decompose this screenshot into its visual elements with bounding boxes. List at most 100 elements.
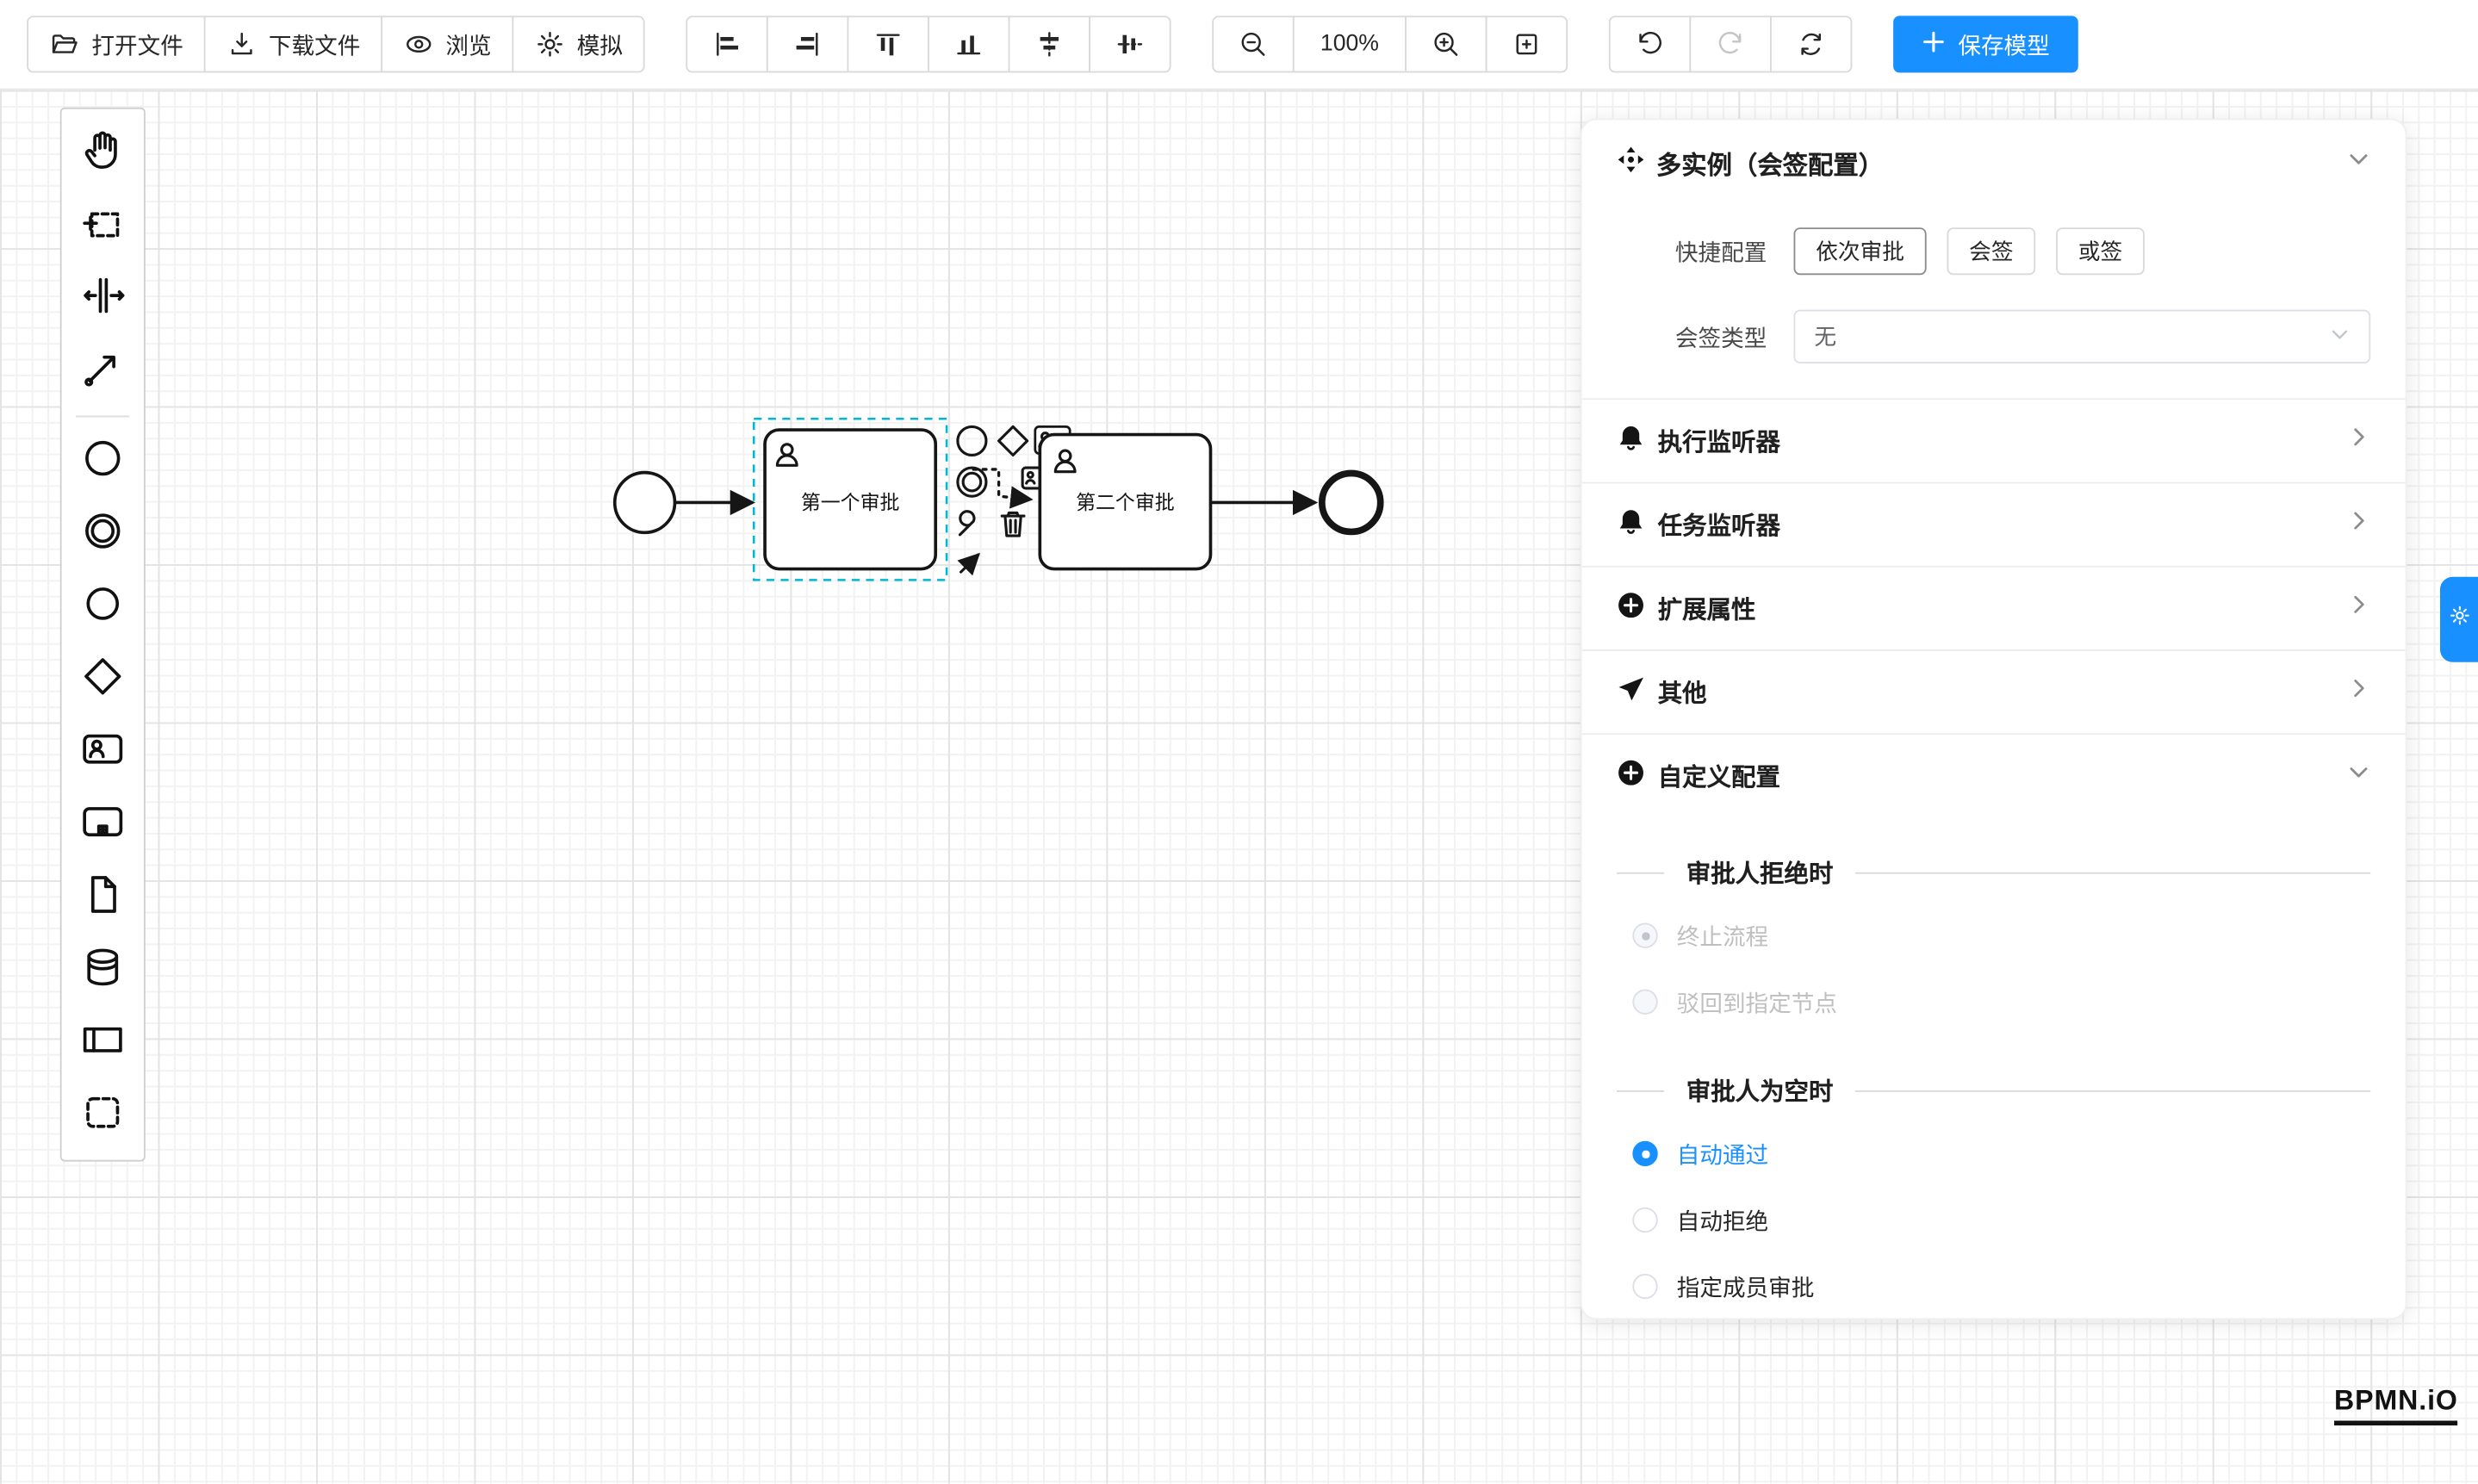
settings-gear-icon xyxy=(2448,604,2472,636)
create-data-store[interactable] xyxy=(68,934,138,1006)
radio-label: 自动通过 xyxy=(1676,1143,1769,1169)
radio-icon xyxy=(1632,1140,1658,1167)
sign-type-select[interactable]: 无 xyxy=(1793,309,2371,364)
bell-icon xyxy=(1617,423,1645,459)
section-custom-config[interactable]: 自定义配置 xyxy=(1581,733,2406,817)
save-model-label: 保存模型 xyxy=(1958,34,2050,59)
quick-option-countersign[interactable]: 会签 xyxy=(1947,227,2036,276)
redo-button[interactable] xyxy=(1689,16,1772,73)
chevron-down-icon xyxy=(2347,147,2371,179)
section-extended-properties[interactable]: 扩展属性 xyxy=(1581,565,2406,649)
download-file-button[interactable]: 下载文件 xyxy=(203,16,383,73)
space-tool[interactable] xyxy=(68,263,138,335)
create-group[interactable] xyxy=(68,1079,138,1152)
selection-outline xyxy=(752,417,948,581)
undo-icon xyxy=(1634,28,1666,60)
align-top-button[interactable] xyxy=(847,16,929,73)
align-right-icon xyxy=(792,28,823,60)
chevron-right-icon xyxy=(2347,425,2371,457)
radio-auto-reject[interactable]: 自动拒绝 xyxy=(1582,1187,2406,1253)
wrench-icon[interactable] xyxy=(958,510,976,537)
connect-icon[interactable] xyxy=(957,552,980,576)
zoom-out-button[interactable] xyxy=(1212,16,1295,73)
chevron-right-icon xyxy=(2347,593,2371,624)
simulate-button[interactable]: 模拟 xyxy=(512,16,645,73)
start-event[interactable] xyxy=(612,470,677,535)
create-subprocess[interactable] xyxy=(68,789,138,861)
radio-terminate-process[interactable]: 终止流程 xyxy=(1582,903,2406,969)
radio-return-to-node[interactable]: 驳回到指定节点 xyxy=(1582,969,2406,1035)
create-end-event[interactable] xyxy=(68,570,138,643)
multi-instance-icon xyxy=(1617,145,1645,181)
chevron-down-icon xyxy=(2330,324,2351,349)
quick-option-sequential[interactable]: 依次审批 xyxy=(1793,227,1927,276)
preview-button[interactable]: 浏览 xyxy=(381,16,514,73)
end-event[interactable] xyxy=(1318,469,1384,536)
radio-label: 驳回到指定节点 xyxy=(1676,991,1837,1017)
properties-panel: 多实例（会签配置） 快捷配置 依次审批 会签 或签 会签类型 无 执行监听器 任… xyxy=(1580,118,2407,1320)
align-center-vertical-button[interactable] xyxy=(1089,16,1171,73)
intermediate-event-icon xyxy=(79,506,127,562)
section-other[interactable]: 其他 xyxy=(1581,649,2406,733)
create-user-task[interactable] xyxy=(68,716,138,788)
fit-viewport-button[interactable] xyxy=(1485,16,1568,73)
data-store-icon xyxy=(79,942,127,997)
zoom-level[interactable]: 100% xyxy=(1292,16,1407,73)
preview-connection xyxy=(972,468,1034,509)
settings-tab[interactable] xyxy=(2439,576,2478,662)
eye-icon xyxy=(403,28,435,60)
space-tool-icon xyxy=(79,271,127,326)
subprocess-icon xyxy=(79,798,127,853)
quick-option-orsign[interactable]: 或签 xyxy=(2056,227,2145,276)
data-object-icon xyxy=(79,870,127,925)
refresh-button[interactable] xyxy=(1769,16,1853,73)
start-event-icon xyxy=(79,434,127,489)
zoom-out-icon xyxy=(1238,28,1270,60)
append-intermediate-event-icon[interactable] xyxy=(956,466,988,498)
create-intermediate-event[interactable] xyxy=(68,498,138,570)
open-file-button[interactable]: 打开文件 xyxy=(27,16,206,73)
align-bottom-button[interactable] xyxy=(928,16,1010,73)
task-first-approval[interactable]: 第一个审批 xyxy=(763,428,938,571)
radio-icon xyxy=(1632,1207,1658,1233)
bpmn-io-logo[interactable]: BPMN.iO xyxy=(2334,1384,2458,1426)
global-connect-tool[interactable] xyxy=(68,335,138,407)
reject-subheader: 审批人拒绝时 xyxy=(1582,855,2406,890)
zoom-in-button[interactable] xyxy=(1405,16,1487,73)
append-end-event-icon[interactable] xyxy=(956,425,988,456)
radio-auto-pass[interactable]: 自动通过 xyxy=(1582,1121,2406,1187)
empty-title: 审批人为空时 xyxy=(1686,1079,1834,1107)
align-left-button[interactable] xyxy=(686,16,768,73)
section-label: 其他 xyxy=(1657,680,1707,708)
palette-separator xyxy=(76,415,130,418)
align-right-button[interactable] xyxy=(766,16,849,73)
task-second-approval[interactable]: 第二个审批 xyxy=(1038,432,1213,571)
plus-icon xyxy=(1922,29,1946,59)
panel-title-row[interactable]: 多实例（会签配置） xyxy=(1582,120,2406,205)
create-participant[interactable] xyxy=(68,1007,138,1079)
align-center-horizontal-button[interactable] xyxy=(1008,16,1091,73)
lasso-tool[interactable] xyxy=(68,189,138,262)
folder-icon xyxy=(49,28,81,60)
undo-button[interactable] xyxy=(1608,16,1692,73)
align-bottom-icon xyxy=(953,28,984,60)
section-task-listener[interactable]: 任务监听器 xyxy=(1581,481,2406,566)
redo-icon xyxy=(1715,28,1747,60)
append-gateway-icon[interactable] xyxy=(997,425,1029,456)
hand-tool[interactable] xyxy=(68,117,138,189)
preview-label: 浏览 xyxy=(445,34,492,59)
bpmn-diagram: 第一个审批 xyxy=(612,417,1384,581)
radio-assign-member[interactable]: 指定成员审批 xyxy=(1582,1253,2406,1318)
section-execution-listener[interactable]: 执行监听器 xyxy=(1581,398,2406,481)
user-task-icon xyxy=(79,724,127,779)
save-model-button[interactable]: 保存模型 xyxy=(1893,16,2078,73)
chevron-down-icon xyxy=(2347,761,2371,792)
create-data-object[interactable] xyxy=(68,861,138,934)
align-button-group xyxy=(686,16,1171,73)
chevron-right-icon xyxy=(2347,509,2371,541)
create-gateway[interactable] xyxy=(68,643,138,716)
trash-icon[interactable] xyxy=(1000,511,1026,537)
refresh-icon xyxy=(1795,28,1827,60)
radio-label: 指定成员审批 xyxy=(1676,1276,1815,1301)
create-start-event[interactable] xyxy=(68,425,138,498)
